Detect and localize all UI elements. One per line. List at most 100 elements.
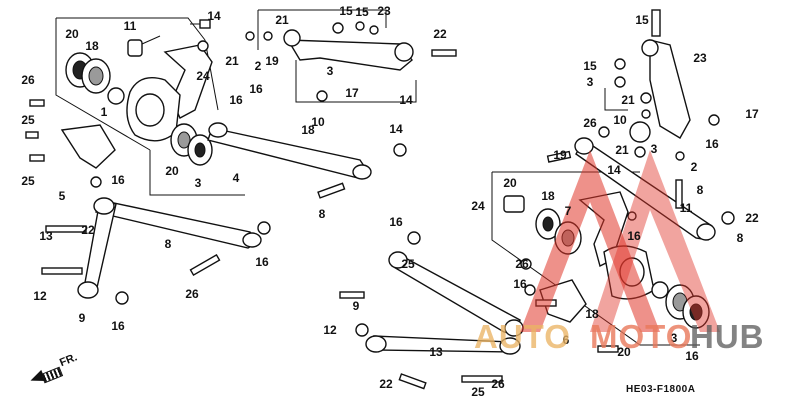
- callout-number: 16: [111, 319, 125, 333]
- link-bushing: [352, 164, 372, 180]
- nut: [614, 58, 626, 70]
- callout-number: 21: [225, 54, 239, 68]
- watermark-triangle: [520, 150, 660, 332]
- bearing-seal: [194, 142, 206, 158]
- callout-number: 25: [21, 174, 35, 188]
- arm-bushing: [629, 121, 651, 143]
- callout-layer: 2018111424262525151622131298416162681820…: [21, 4, 759, 399]
- watermark-text: AUTO: [474, 318, 571, 355]
- bolt: [597, 345, 619, 353]
- link-bushing: [499, 337, 521, 355]
- bolt: [339, 291, 365, 299]
- callout-number: 11: [680, 201, 693, 215]
- nut: [115, 291, 129, 305]
- callout-number: 26: [491, 377, 505, 391]
- callout-number: 5: [59, 189, 66, 203]
- callout-number: 19: [553, 148, 567, 162]
- leader-line: [604, 88, 628, 111]
- callout-number: 13: [429, 345, 443, 359]
- diagram-code: HE03-F1800A: [626, 384, 696, 395]
- link-bushing: [696, 223, 716, 241]
- callout-number: 12: [323, 323, 337, 337]
- bolt: [461, 375, 503, 383]
- link-bushing: [77, 281, 99, 299]
- callout-number: 3: [195, 176, 202, 190]
- bolt: [503, 195, 525, 213]
- link-bushing: [388, 251, 408, 269]
- callout-number: 18: [541, 189, 555, 203]
- nut: [640, 92, 652, 104]
- callout-number: 16: [513, 277, 527, 291]
- nut: [627, 211, 637, 221]
- arm-bushing: [283, 29, 301, 47]
- nut: [197, 40, 209, 52]
- callout-number: 4: [233, 171, 240, 185]
- nut: [520, 258, 532, 270]
- callout-number: 6: [563, 333, 570, 347]
- leader-line: [149, 150, 245, 196]
- callout-number: 3: [651, 142, 658, 156]
- callout-number: 18: [585, 307, 599, 321]
- callout-number: 18: [301, 123, 315, 137]
- bearing-seal: [542, 216, 554, 232]
- watermark-triangle: [590, 150, 720, 332]
- washer: [675, 151, 685, 161]
- callout-number: 20: [503, 176, 517, 190]
- arm-bushing: [641, 39, 659, 57]
- upper-arm: [649, 39, 691, 139]
- lateral-link: [95, 199, 260, 249]
- callout-number: 16: [111, 173, 125, 187]
- callout-number: 8: [165, 237, 172, 251]
- callout-number: 9: [353, 299, 360, 313]
- callout-number: 26: [21, 73, 35, 87]
- callout-number: 20: [65, 27, 79, 41]
- washer: [245, 31, 255, 41]
- leader-line: [55, 18, 151, 151]
- callout-number: 1: [101, 105, 108, 119]
- nut: [598, 126, 610, 138]
- callout-number: 23: [377, 4, 391, 18]
- callout-number: 15: [635, 13, 649, 27]
- nut: [407, 231, 421, 245]
- nut: [721, 211, 735, 225]
- callout-number: 14: [207, 9, 221, 23]
- nut: [355, 323, 369, 337]
- callout-number: 13: [39, 229, 53, 243]
- mount-bracket: [60, 124, 116, 169]
- callout-number: 16: [229, 93, 243, 107]
- callout-number: 20: [617, 345, 631, 359]
- washer: [641, 109, 651, 119]
- callout-number: 22: [81, 223, 95, 237]
- callout-number: 3: [587, 75, 594, 89]
- callout-number: 10: [311, 115, 325, 129]
- callout-number: 14: [389, 122, 403, 136]
- callout-number: 25: [471, 385, 485, 399]
- callout-number: 19: [265, 54, 279, 68]
- callout-number: 23: [693, 51, 707, 65]
- callout-number: 3: [327, 64, 334, 78]
- callout-number: 20: [165, 164, 179, 178]
- callout-number: 7: [565, 204, 572, 218]
- nut: [393, 143, 407, 157]
- leader-line: [204, 39, 219, 111]
- callout-number: 11: [124, 19, 137, 33]
- callout-number: 26: [185, 287, 199, 301]
- callout-number: 8: [319, 207, 326, 221]
- bolt: [189, 253, 221, 277]
- callout-number: 15: [355, 5, 369, 19]
- callout-number: 17: [345, 86, 359, 100]
- callout-number: 26: [583, 116, 597, 130]
- bolt: [25, 131, 39, 139]
- watermark-text: MOTO: [590, 318, 693, 355]
- callout-number: 16: [685, 349, 699, 363]
- collar: [107, 87, 125, 105]
- callout-number: 22: [433, 27, 447, 41]
- bolt: [431, 49, 457, 57]
- callout-number: 26: [515, 257, 529, 271]
- bolt: [317, 182, 346, 199]
- washer: [263, 31, 273, 41]
- leader-line: [56, 17, 206, 41]
- upper-arm: [286, 39, 413, 71]
